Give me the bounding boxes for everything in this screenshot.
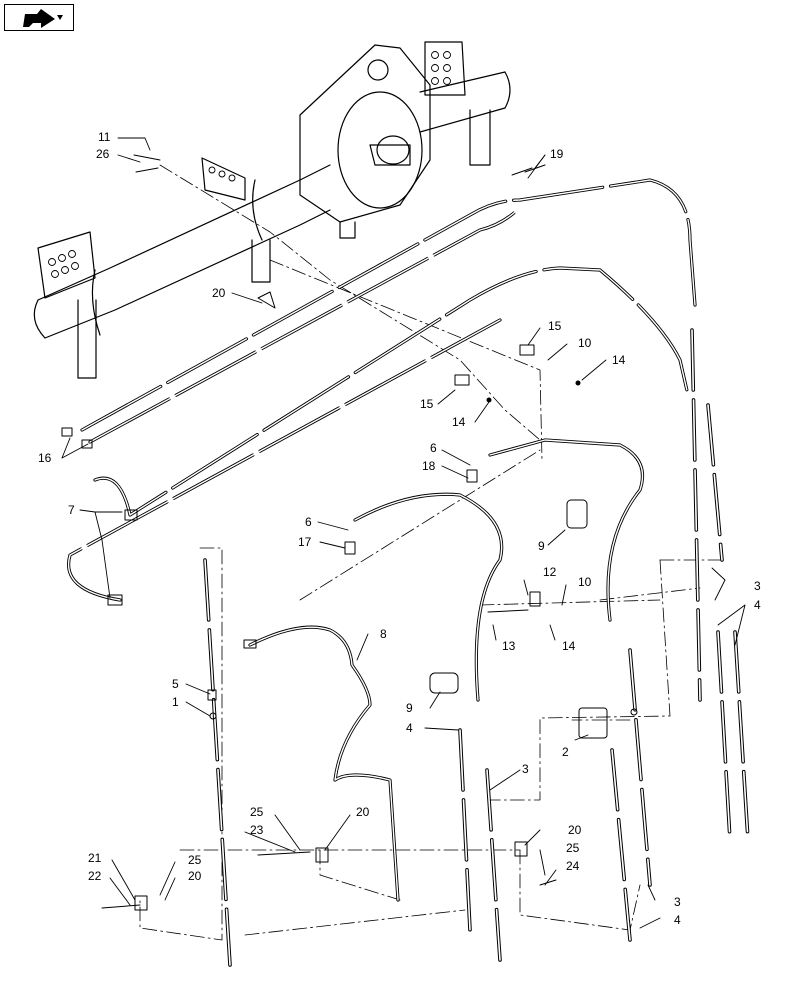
callout-20a: 20 <box>212 286 226 300</box>
callout-4b: 4 <box>406 721 413 735</box>
callout-4c: 4 <box>674 913 681 927</box>
callout-15a: 15 <box>548 319 562 333</box>
callout-18: 18 <box>422 459 436 473</box>
callout-6b: 6 <box>305 515 312 529</box>
callout-14c: 14 <box>562 639 576 653</box>
callout-24: 24 <box>566 859 580 873</box>
callout-26: 26 <box>96 147 110 161</box>
callout-25a: 25 <box>250 805 264 819</box>
callout-1: 1 <box>172 695 179 709</box>
callout-2: 2 <box>562 745 569 759</box>
callout-9a: 9 <box>538 539 545 553</box>
callout-11: 11 <box>98 130 111 144</box>
callout-3c: 3 <box>674 895 681 909</box>
callout-3a: 3 <box>754 579 761 593</box>
callout-16: 16 <box>38 451 52 465</box>
callout-20d: 20 <box>188 869 202 883</box>
callout-15b: 15 <box>420 397 434 411</box>
callout-7: 7 <box>68 503 75 517</box>
callout-13: 13 <box>502 639 516 653</box>
callout-17: 17 <box>298 535 312 549</box>
callout-20c: 20 <box>568 823 582 837</box>
callout-3b: 3 <box>522 762 529 776</box>
callout-19: 19 <box>550 147 564 161</box>
callout-20b: 20 <box>356 805 370 819</box>
callout-25b: 25 <box>566 841 580 855</box>
assembly-leader-lines <box>139 164 721 941</box>
callout-6a: 6 <box>430 441 437 455</box>
fittings <box>61 154 638 911</box>
return-nav-button[interactable] <box>4 4 74 31</box>
callout-22: 22 <box>88 869 102 883</box>
hose-lines <box>67 178 697 902</box>
callout-4a: 4 <box>754 598 761 612</box>
callout-8: 8 <box>380 627 387 641</box>
callout-12: 12 <box>543 565 557 579</box>
callout-21: 21 <box>88 851 102 865</box>
callout-10a: 10 <box>578 336 592 350</box>
callout-25c: 25 <box>188 853 202 867</box>
callout-14b: 14 <box>452 415 466 429</box>
return-arrow-icon <box>23 9 63 28</box>
callout-9b: 9 <box>406 701 413 715</box>
callout-23: 23 <box>250 823 264 837</box>
callout-14a: 14 <box>612 353 626 367</box>
callout-10b: 10 <box>578 575 592 589</box>
callout-5: 5 <box>172 677 179 691</box>
callout-leaders <box>61 137 746 929</box>
callout-labels: 11 26 19 20 16 7 15 10 14 15 14 6 18 6 1… <box>38 130 761 927</box>
boom-frame <box>33 41 511 379</box>
